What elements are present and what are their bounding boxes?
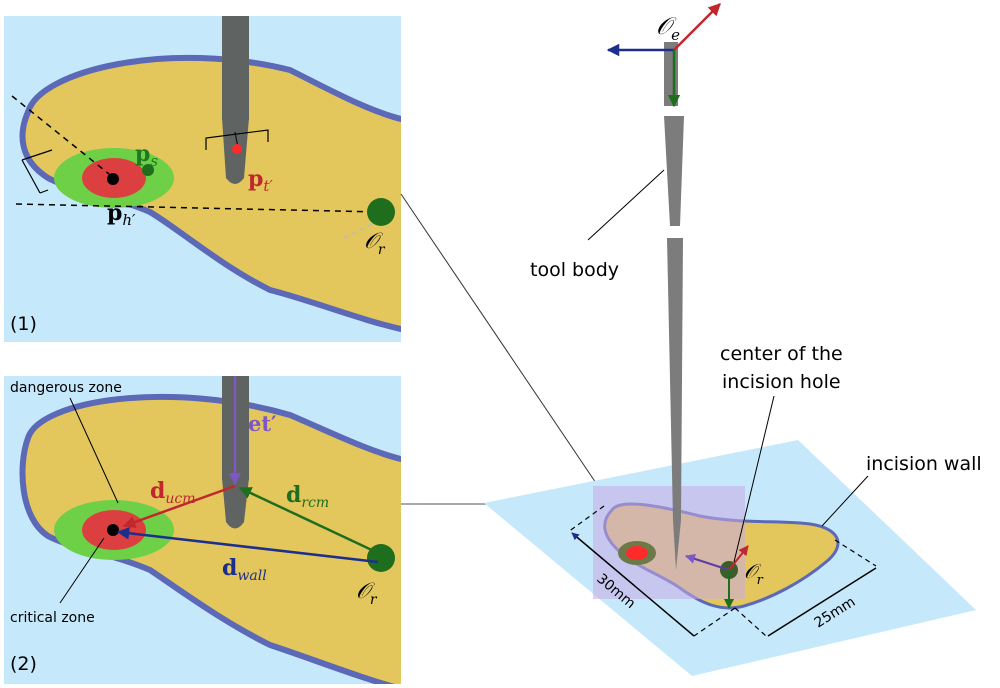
label-pt: pt′ (248, 166, 273, 195)
panel1-rcm-dashed (339, 223, 373, 241)
panel1-rcm-point (367, 198, 395, 226)
label-critical-zone: critical zone (10, 610, 95, 626)
label-incision-wall: incision wall (866, 453, 982, 475)
dim25-ext-top (834, 539, 877, 567)
panel2-ducm-arrow (122, 484, 236, 529)
tool-middle-segment (664, 116, 684, 226)
panel1-projection-line (15, 203, 381, 213)
label-drcm: drcm (286, 482, 329, 511)
panel1-label: (1) (10, 313, 37, 335)
panel2-center-point (107, 524, 119, 536)
panel1-point-ps (142, 164, 154, 176)
panel2-dwall-arrow (116, 527, 379, 564)
main-view: 𝒪e 𝒪r 30mm 25mm tool body center of the … (484, 3, 982, 676)
panel1-point-ph (107, 173, 119, 185)
oe-y-arrow (673, 3, 721, 51)
center-leader (733, 395, 775, 563)
dim30-line (571, 532, 695, 637)
panel2-label: (2) (10, 653, 37, 675)
label-ducm: ducm (150, 478, 196, 507)
dim25-line (767, 567, 877, 637)
incision-wall-leader (821, 475, 869, 527)
main-critical-zone (626, 546, 648, 560)
dim30-ext-top (567, 505, 605, 533)
critical-zone-leader (59, 537, 105, 604)
label-center-line1: center of the (720, 343, 843, 365)
label-tool-body: tool body (530, 259, 619, 281)
panel1-tool-shaft (222, 16, 249, 120)
panel1-right-angle-mark (21, 149, 53, 194)
label-dwall: dwall (222, 555, 267, 584)
dangerous-zone-leader (69, 397, 119, 504)
panel2-drcm-arrow (238, 486, 377, 554)
main-rcm-y-arrow (728, 545, 749, 571)
label-ps: ps (135, 141, 158, 170)
label-ph: ph′ (107, 200, 136, 229)
label-center-line2: incision hole (722, 371, 841, 393)
label-dangerous-zone: dangerous zone (10, 380, 122, 396)
panel-1: ps pt′ ph′ 𝒪r (1) (4, 16, 401, 342)
tool-upper-segment (664, 42, 678, 106)
dim25-ext-bottom (734, 607, 767, 637)
panel-2: dangerous zone critical zone et′ ducm dr… (4, 376, 401, 684)
connector-line-top (400, 193, 599, 487)
panel1-point-pt (232, 144, 242, 154)
panel2-rcm-point (367, 544, 395, 572)
tool-lower-segment (667, 238, 683, 570)
tool-body-leader (587, 169, 665, 241)
label-et: et′ (248, 411, 277, 436)
panel1-bracket (205, 129, 269, 150)
label-oe: 𝒪e (656, 12, 680, 44)
main-rcm-x-arrow (685, 554, 730, 571)
panel2-tissue-region (19, 393, 401, 684)
main-zoom-highlight (593, 486, 745, 599)
